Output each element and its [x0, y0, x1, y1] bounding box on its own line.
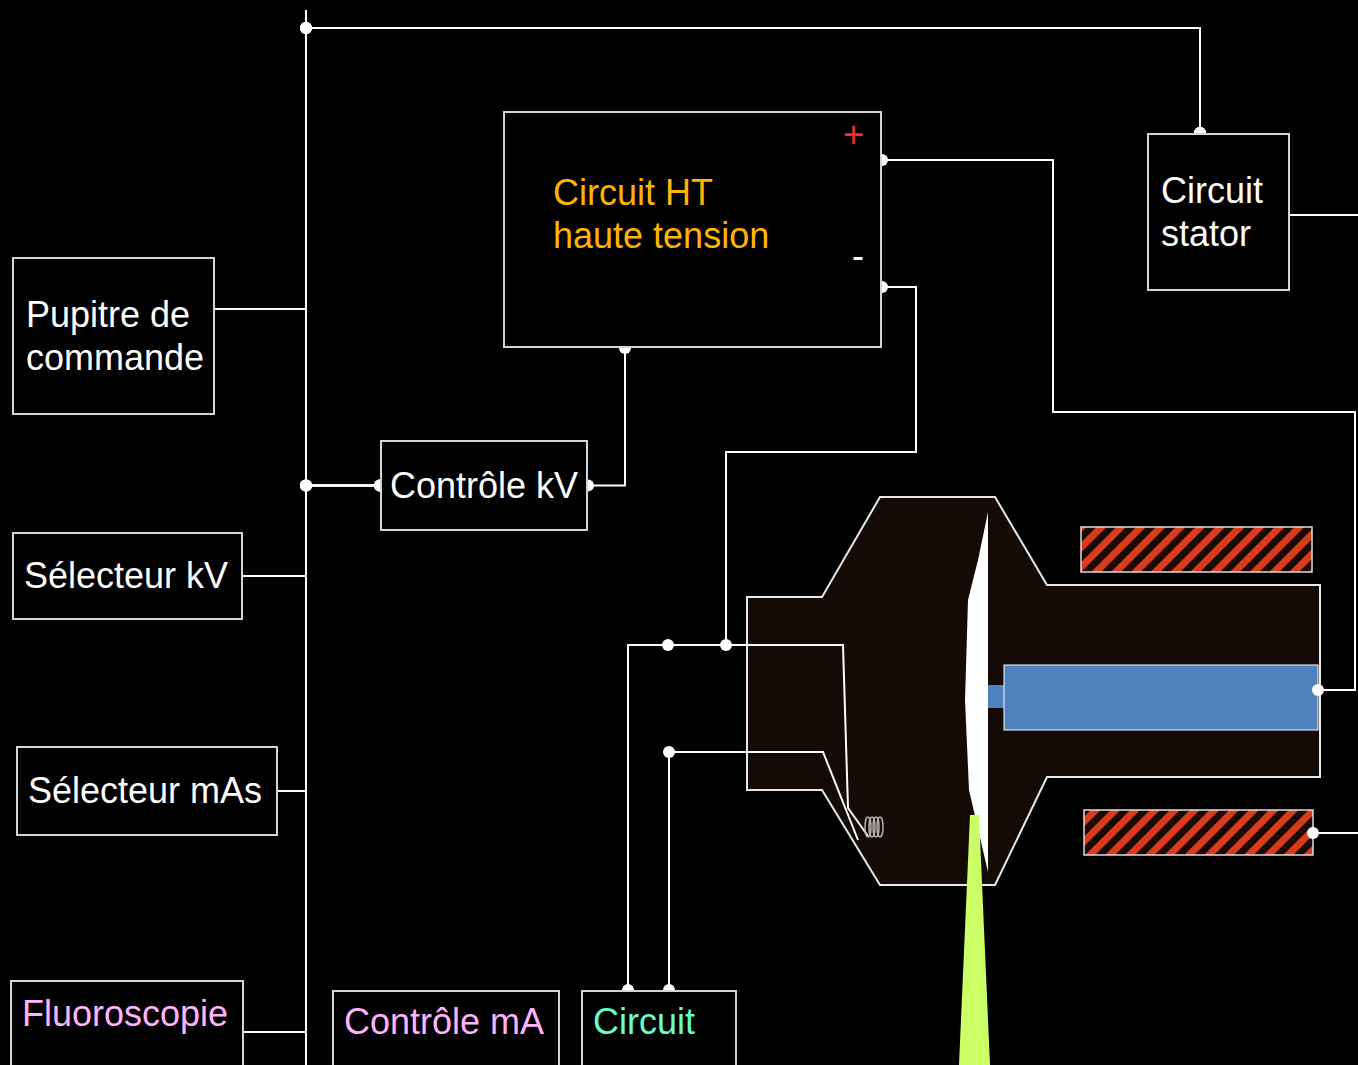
ma-control-box: Contrôle mA: [332, 990, 560, 1065]
junction-dot: [300, 480, 312, 492]
junction-dot: [300, 22, 312, 34]
junction-dot: [300, 22, 312, 34]
signal-wire: [278, 486, 380, 792]
box-label: Circuit: [593, 1000, 725, 1043]
anode-stem: [988, 685, 1005, 708]
polarity-sign: -: [852, 234, 864, 277]
kv-selector-box: Sélecteur kV: [12, 532, 243, 620]
box-label: Circuit stator: [1161, 169, 1280, 255]
fluoroscopy-box: Fluoroscopie: [10, 980, 244, 1065]
box-label: Contrôle kV: [390, 464, 578, 507]
junction-dot: [1307, 827, 1319, 839]
signal-wire: [588, 348, 625, 486]
junction-dot: [300, 480, 312, 492]
stator-coil: [1081, 527, 1312, 572]
box-label: Sélecteur kV: [24, 554, 231, 597]
box-label: Fluoroscopie: [22, 992, 232, 1035]
anode-rotor: [1004, 665, 1318, 730]
junction-dot: [300, 480, 312, 492]
filament-wire: [669, 752, 858, 990]
junction-dot: [300, 480, 312, 492]
junction-dot: [1312, 684, 1324, 696]
kv-control-box: Contrôle kV: [380, 440, 588, 531]
box-label: Contrôle mA: [344, 1000, 548, 1043]
filament-coil: [865, 817, 883, 837]
stator-coil: [1084, 810, 1313, 855]
box-label: Pupitre de commande: [26, 293, 205, 379]
signal-wire: [278, 28, 1200, 791]
box-label: Circuit HT haute tension: [553, 171, 793, 257]
filament-circuit-box: Circuit: [581, 990, 737, 1065]
signal-wire: [215, 309, 380, 486]
mas-selector-box: Sélecteur mAs: [16, 746, 278, 836]
junction-dot: [720, 639, 732, 651]
signal-wire: [243, 28, 1200, 576]
junction-dot: [300, 22, 312, 34]
junction-dot: [662, 639, 674, 651]
stator-wire: [1313, 832, 1358, 834]
polarity-sign: +: [843, 113, 864, 156]
signal-wire: [243, 486, 380, 577]
console-box: Pupitre de commande: [12, 257, 215, 415]
box-label: Sélecteur mAs: [28, 769, 266, 812]
junction-dot: [663, 746, 675, 758]
x-ray-beam: [959, 815, 990, 1065]
signal-wire: [244, 28, 1200, 1032]
junction-dot: [300, 22, 312, 34]
filament-coil: [877, 817, 883, 837]
bus-line: [305, 1030, 307, 1065]
tube-envelope: [747, 497, 1320, 885]
filament-wire: [628, 645, 868, 990]
stator-wire: [1290, 214, 1358, 216]
stator-box: Circuit stator: [1147, 133, 1290, 291]
high-voltage-box: Circuit HT haute tension + -: [503, 111, 882, 348]
